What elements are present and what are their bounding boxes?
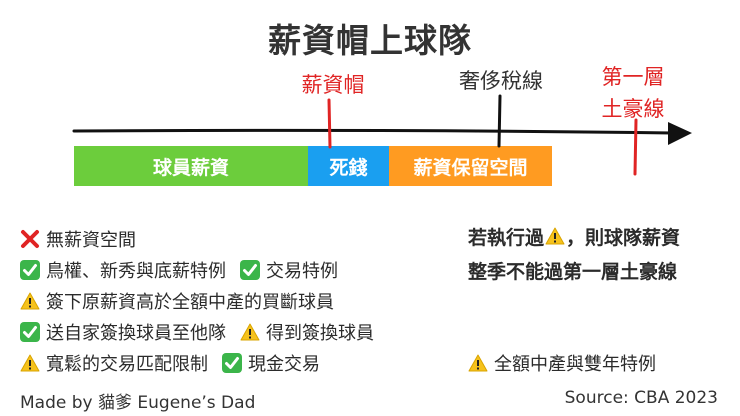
legend-send-sign-trade: 送自家簽換球員至他隊: [46, 323, 226, 344]
check-icon: [20, 260, 40, 280]
warning-icon: [468, 353, 488, 373]
legend-row-4: 送自家簽換球員至他隊 得到簽換球員: [20, 319, 388, 345]
first-apron-tick: [633, 118, 638, 176]
axis-line: [72, 128, 674, 135]
note-line-1: 若執行過 ，則球隊薪資: [468, 222, 680, 256]
cross-icon: [20, 229, 40, 249]
first-apron-label-line2: 土豪線: [601, 97, 665, 121]
note-line-2: 整季不能過第一層土豪線: [468, 261, 678, 283]
check-icon: [222, 353, 242, 373]
warning-icon: [240, 322, 260, 342]
legend-row-5: 寬鬆的交易匹配限制 現金交易: [20, 350, 334, 376]
legend-no-room: 無薪資空間: [46, 230, 136, 251]
warning-icon: [20, 291, 40, 311]
retained-room-label: 薪資保留空間: [413, 156, 528, 179]
legend-row-2: 鳥權、新秀與底薪特例 交易特例: [20, 257, 352, 283]
legend-row-3: 簽下原薪資高於全額中產的買斷球員: [20, 288, 334, 314]
player-salary-segment: 球員薪資: [74, 146, 308, 186]
legend-sign-above-mle: 簽下原薪資高於全額中產的買斷球員: [46, 292, 334, 313]
legend-cash-trade: 現金交易: [248, 354, 320, 375]
legend-receive-sign-trade: 得到簽換球員: [266, 323, 374, 344]
author-credit: Made by 貓爹 Eugene’s Dad: [20, 393, 256, 413]
axis-arrowhead: [668, 122, 692, 145]
retained-room-segment: 薪資保留空間: [389, 146, 552, 186]
note-line-1-part-b: ，則球隊薪資: [566, 227, 681, 249]
legend-loose-matching: 寬鬆的交易匹配限制: [46, 354, 208, 375]
check-icon: [240, 260, 260, 280]
warning-icon: [545, 224, 565, 256]
legend-row-1: 無薪資空間: [20, 226, 136, 252]
luxury-tax-label: 奢侈稅線: [459, 69, 543, 93]
legend-full-mle-biannual: 全額中產與雙年特例: [494, 354, 656, 375]
apron-hard-cap-note: 若執行過 ，則球隊薪資 整季不能過第一層土豪線: [468, 222, 680, 288]
warning-icon: [20, 353, 40, 373]
salary-axis: [72, 94, 692, 176]
salary-cap-label: 薪資帽: [301, 73, 365, 97]
player-salary-label: 球員薪資: [152, 156, 229, 179]
luxury-tax-tick: [497, 94, 502, 148]
page-title: 薪資帽上球隊: [268, 21, 472, 60]
salary-cap-tick: [327, 98, 332, 149]
first-apron-label-line1: 第一層: [601, 65, 665, 89]
legend-bird-exceptions: 鳥權、新秀與底薪特例: [46, 261, 226, 282]
legend-row-5-right: 全額中產與雙年特例: [468, 350, 656, 376]
note-line-1-part-a: 若執行過: [468, 227, 545, 249]
check-icon: [20, 322, 40, 342]
legend-trade-exception: 交易特例: [266, 261, 338, 282]
dead-money-label: 死錢: [329, 156, 368, 179]
source-credit: Source: CBA 2023: [564, 388, 718, 408]
dead-money-segment: 死錢: [308, 146, 389, 186]
